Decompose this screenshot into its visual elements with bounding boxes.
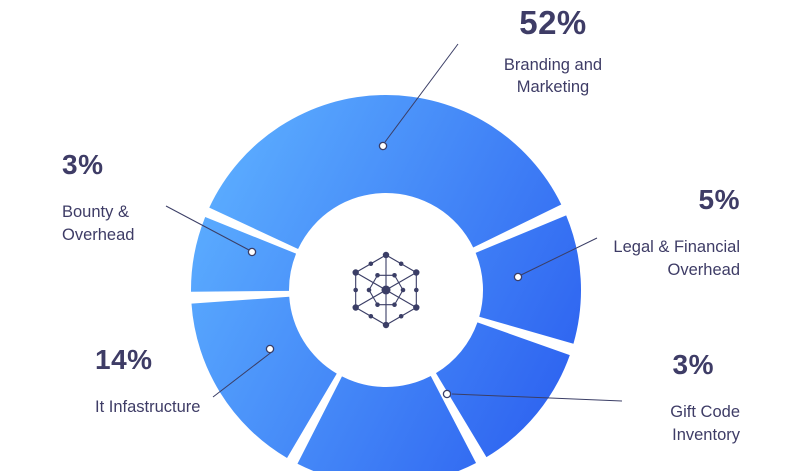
callout-dot-itinfra <box>265 344 275 354</box>
donut-segment-bounty <box>191 216 297 292</box>
callout-it-infrastructure: 14% It Infastructure <box>95 345 310 419</box>
donut-segment-bottom-unlabeled <box>297 376 477 471</box>
donut-segment-legal <box>475 215 581 344</box>
donut-segment-branding <box>209 94 562 250</box>
network-hexagon-icon <box>352 251 420 329</box>
gift-percent: 3% <box>672 349 714 380</box>
bounty-percent: 3% <box>62 149 104 180</box>
callout-bounty-overhead: 3% Bounty & Overhead <box>62 150 232 247</box>
callout-dot-branding <box>378 141 388 151</box>
callout-dot-legal <box>513 272 523 282</box>
callout-branding-and-marketing: 52% Branding and Marketing <box>443 4 663 99</box>
itinfra-label: It Infastructure <box>95 398 201 417</box>
gift-label: Gift Code Inventory <box>670 403 740 445</box>
donut-segment-gift <box>435 322 570 458</box>
callout-line-gift <box>451 393 623 402</box>
itinfra-percent: 14% <box>95 344 153 375</box>
legal-percent: 5% <box>698 184 740 215</box>
callout-dot-bounty <box>247 247 257 257</box>
callout-legal-financial-overhead: 5% Legal & Financial Overhead <box>555 185 740 282</box>
callout-line-bounty <box>165 205 250 251</box>
callout-line-itinfra <box>212 350 274 398</box>
callout-gift-code-inventory: 3% Gift Code Inventory <box>595 350 740 447</box>
callout-line-branding <box>384 43 459 143</box>
callout-line-legal <box>520 237 598 276</box>
callout-dot-gift <box>442 389 452 399</box>
legal-label: Legal & Financial Overhead <box>613 238 740 280</box>
bounty-label: Bounty & Overhead <box>62 203 135 245</box>
branding-percent: 52% <box>519 4 587 41</box>
branding-label: Branding and Marketing <box>503 55 603 97</box>
donut-segment-itinfra <box>191 296 337 459</box>
